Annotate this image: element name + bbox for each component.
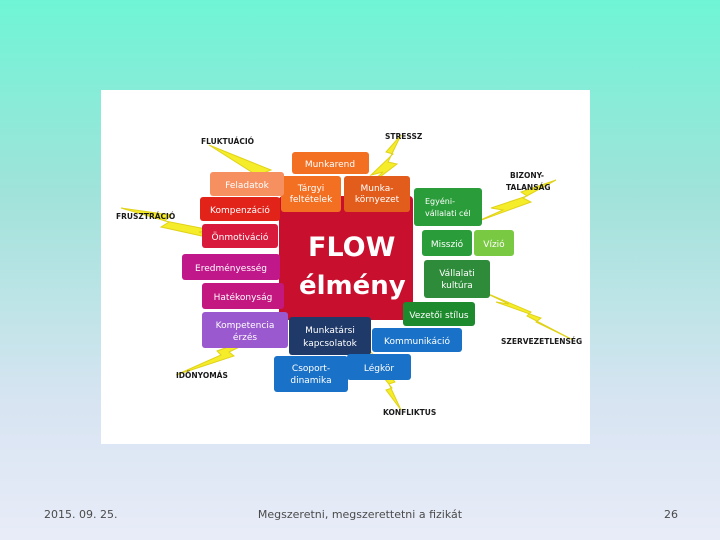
box-vallalati-kultura: [424, 260, 490, 298]
label-kompenzacio: Kompenzáció: [210, 205, 270, 216]
box-targyi: [281, 176, 341, 212]
label-vezetoi: Vezetői stílus: [409, 311, 469, 321]
box-munkakornyezet: [344, 176, 410, 212]
box-csoportdinamika: [274, 356, 348, 392]
footer-title: Megszeretni, megszerettetni a fizikát: [0, 508, 720, 521]
label-vizio: Vízió: [483, 239, 505, 250]
bolt-szervezetlenseg: [479, 290, 573, 340]
label-feladatok: Feladatok: [225, 181, 270, 191]
label-munkakornyezet-1: Munka-: [361, 184, 394, 194]
flow-title: FLOW: [308, 232, 395, 263]
label-onmotivacio: Önmotiváció: [212, 232, 269, 243]
box-egyeni: [414, 188, 482, 226]
label-egyeni-1: Egyéni-: [425, 196, 455, 206]
label-kompetencia-2: érzés: [233, 332, 257, 343]
label-vallalati-1: Vállalati: [439, 269, 475, 279]
label-csoport-1: Csoport-: [292, 364, 330, 374]
label-hatekonysag: Hatékonyság: [214, 292, 273, 303]
label-targyi-2: feltételek: [290, 194, 333, 205]
flow-diagram: FLOW élmény Munkarend Tárgyi feltételek …: [101, 90, 590, 444]
flow-diagram-image: FLOW élmény Munkarend Tárgyi feltételek …: [101, 90, 590, 444]
label-eredmenyesseg: Eredményesség: [195, 263, 267, 274]
label-legkor: Légkör: [364, 363, 395, 374]
label-frusztracio: FRUSZTRÁCIÓ: [116, 212, 175, 221]
label-kompetencia-1: Kompetencia: [216, 321, 275, 331]
label-bizony-1: BIZONY-: [510, 171, 544, 180]
label-fluktuacio: FLUKTUÁCIÓ: [201, 137, 254, 146]
label-munkakornyezet-2: környezet: [355, 195, 400, 205]
label-stressz: STRESSZ: [385, 132, 423, 141]
label-idonyomas: IDŐNYOMÁS: [176, 371, 228, 380]
label-vallalati-2: kultúra: [441, 281, 473, 291]
label-csoport-2: dinamika: [290, 376, 331, 386]
page-number: 26: [664, 508, 678, 521]
label-bizony-2: TALANSÁG: [506, 183, 551, 192]
label-misszio: Misszió: [431, 239, 464, 250]
label-egyeni-2: vállalati cél: [425, 208, 471, 218]
label-munkatarsi-1: Munkatársi: [305, 326, 355, 336]
label-kommunikacio: Kommunikáció: [384, 336, 450, 347]
label-munkarend: Munkarend: [305, 160, 355, 170]
box-munkatarsi: [289, 317, 371, 355]
label-konfliktus: KONFLIKTUS: [383, 408, 436, 417]
label-targyi-1: Tárgyi: [297, 184, 325, 194]
flow-subtitle: élmény: [299, 271, 406, 301]
label-munkatarsi-2: kapcsolatok: [303, 339, 357, 349]
label-szervezetlenseg: SZERVEZETLENSÉG: [501, 337, 582, 346]
